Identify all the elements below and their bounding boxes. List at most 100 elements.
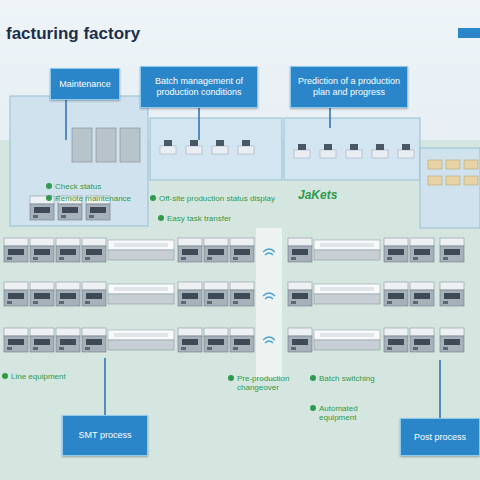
wifi-icon (263, 337, 275, 343)
machine (30, 282, 54, 306)
machine (204, 328, 228, 352)
machine (4, 238, 28, 262)
machine (30, 328, 54, 352)
reflow-oven (108, 240, 174, 260)
callout-box: Maintenance (50, 68, 120, 100)
conveyor (314, 240, 380, 260)
leader-line (104, 358, 106, 415)
crate (464, 160, 478, 169)
machine (384, 238, 408, 262)
corner-bar (458, 28, 480, 38)
machine (178, 238, 202, 262)
leader-line (329, 108, 331, 128)
rack (96, 128, 116, 162)
feature-label: Remote maintenance (46, 194, 146, 203)
leader-line (65, 100, 67, 140)
machine (56, 282, 80, 306)
reflow-oven (108, 284, 174, 304)
machine (30, 238, 54, 262)
machine (440, 238, 464, 262)
machine (440, 282, 464, 306)
leader-line (198, 108, 200, 140)
wifi-icon (263, 249, 275, 255)
machine (4, 282, 28, 306)
machine (178, 282, 202, 306)
conveyor (314, 330, 380, 350)
management-room (150, 118, 282, 180)
callout-box: Prediction of a production plan and prog… (290, 66, 408, 108)
post-lines (288, 238, 464, 352)
machine (204, 238, 228, 262)
crate (428, 160, 442, 169)
desk (346, 144, 362, 158)
machine (288, 282, 312, 306)
feature-label: Check status (46, 182, 126, 191)
machine (230, 282, 254, 306)
storage-room (420, 148, 480, 228)
feature-label: Automated equipment (310, 404, 380, 422)
planning-room (284, 118, 420, 180)
desk (186, 140, 202, 154)
wifi-icon (263, 293, 275, 299)
crate (428, 176, 442, 185)
feature-label: Batch switching (310, 374, 380, 383)
machine (410, 238, 434, 262)
feature-label: Off-site production status display (150, 194, 300, 203)
parts-racks (72, 128, 140, 162)
machine (410, 282, 434, 306)
feature-label: Pre-production changeover (228, 374, 306, 392)
machine (384, 282, 408, 306)
feature-label: JaKets (298, 189, 358, 202)
desk (160, 140, 176, 154)
maintenance-room (10, 96, 148, 226)
crate (446, 176, 460, 185)
crate (464, 176, 478, 185)
desk (320, 144, 336, 158)
callout-text: Post process (414, 432, 466, 443)
rack (120, 128, 140, 162)
office-desks (160, 140, 414, 158)
callout-text: SMT process (79, 430, 132, 441)
stock-crates (428, 160, 478, 185)
callout-text: Maintenance (59, 79, 111, 90)
crate (446, 160, 460, 169)
wireless-icons (263, 249, 275, 343)
feature-label: Line equipment (2, 372, 92, 381)
callout-box: Batch management of production condition… (140, 66, 258, 108)
leader-lines (66, 100, 440, 418)
smt-lines (4, 238, 254, 352)
desk (398, 144, 414, 158)
leader-line (439, 360, 441, 418)
desk (212, 140, 228, 154)
machine (56, 238, 80, 262)
reflow-oven (108, 330, 174, 350)
machine (4, 328, 28, 352)
feature-label: Easy task transfer (158, 214, 258, 223)
machine (82, 282, 106, 306)
machine (204, 282, 228, 306)
machine (230, 328, 254, 352)
conveyor (314, 284, 380, 304)
walkway (256, 228, 282, 378)
machine (178, 328, 202, 352)
machine (56, 328, 80, 352)
diagram-title: facturing factory (6, 24, 140, 44)
machine (288, 238, 312, 262)
machine (440, 328, 464, 352)
callout-text: Batch management of production condition… (145, 76, 253, 98)
callout-text: Prediction of a production plan and prog… (295, 76, 403, 98)
machine (82, 238, 106, 262)
rack (72, 128, 92, 162)
desk (294, 144, 310, 158)
machine (384, 328, 408, 352)
machine (410, 328, 434, 352)
machine (230, 238, 254, 262)
desk (372, 144, 388, 158)
callout-box: Post process (400, 418, 480, 456)
callout-box: SMT process (62, 415, 148, 456)
machine (82, 328, 106, 352)
desk (238, 140, 254, 154)
